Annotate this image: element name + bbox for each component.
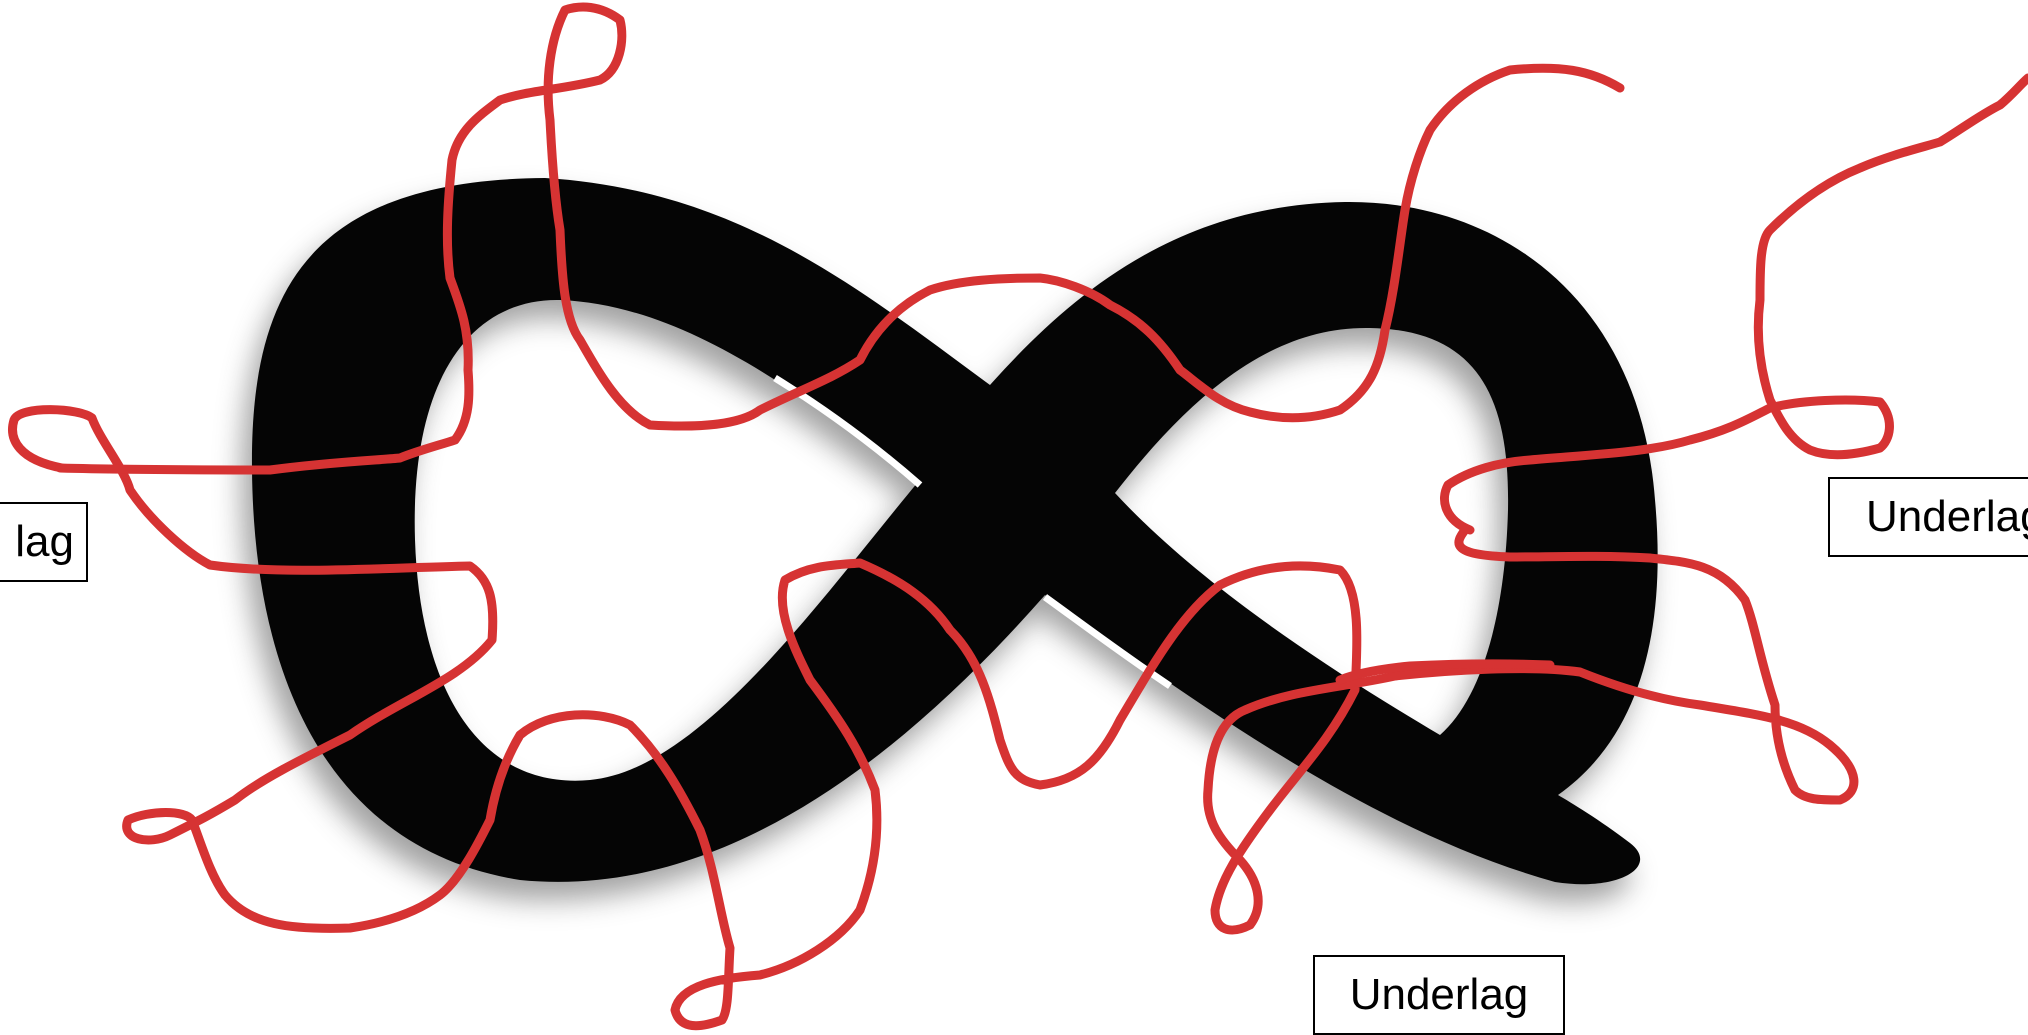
label-text-right: Underlag xyxy=(1866,495,2028,539)
label-text-left: lag xyxy=(15,520,74,564)
label-box-right: Underlag xyxy=(1828,477,2028,557)
label-box-left: lag xyxy=(0,502,88,582)
label-box-bottom: Underlag xyxy=(1313,955,1565,1035)
label-text-bottom: Underlag xyxy=(1350,973,1529,1017)
